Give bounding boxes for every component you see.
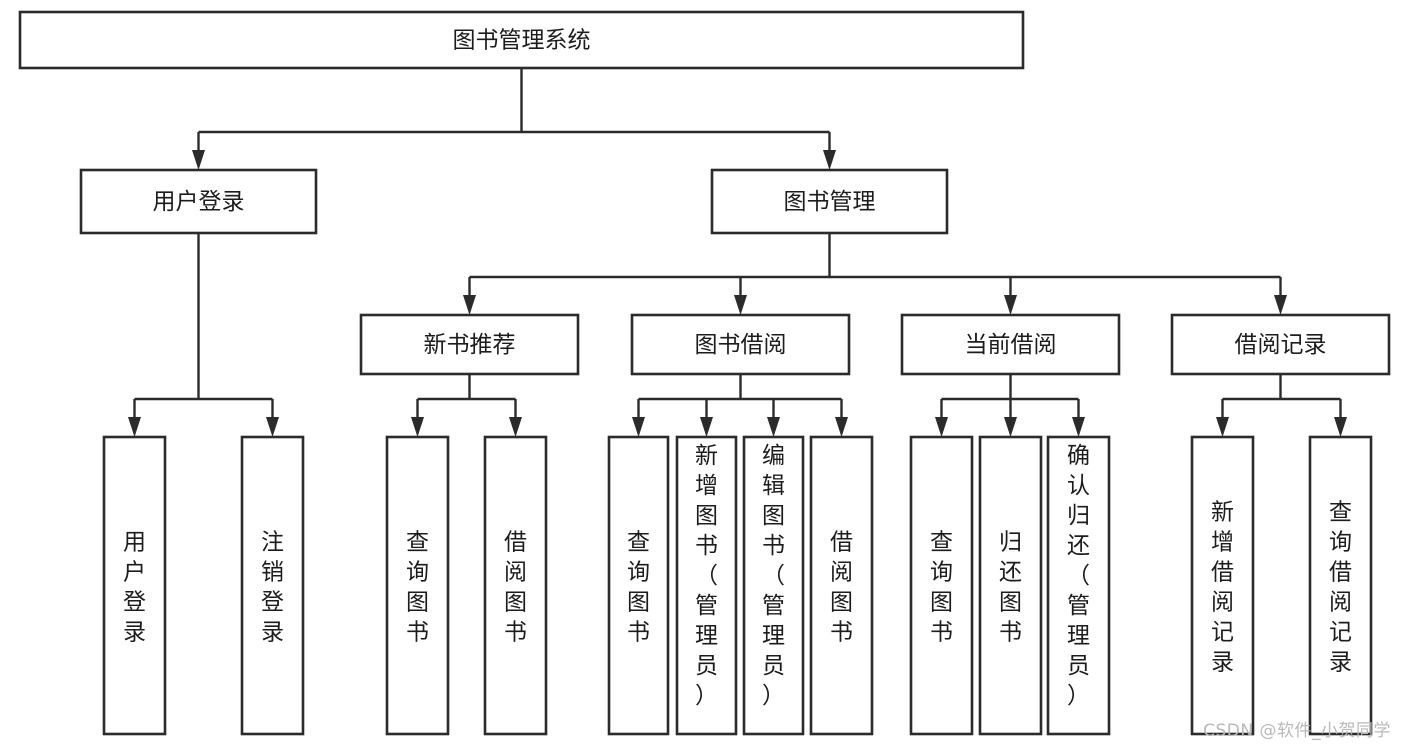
node-box-records[interactable] — [1170, 313, 1391, 376]
node-label-leaf-bw-edit: 编辑图书（管理员） — [762, 443, 785, 709]
node-box-bookmgmt[interactable] — [710, 168, 949, 235]
nodes-layer: 图书管理系统用户登录图书管理新书推荐图书借阅当前借阅借阅记录用户登录注销登录查询… — [18, 10, 1391, 736]
node-label-leaf-bw-query: 查询图书 — [627, 530, 650, 646]
node-label-leaf-cur-query: 查询图书 — [930, 530, 953, 646]
node-label-leaf-bw-add: 新增图书（管理员） — [695, 443, 718, 709]
node-login[interactable]: 用户登录 — [79, 168, 318, 235]
node-box-login[interactable] — [79, 168, 318, 235]
node-box-leaf-rec-add[interactable] — [1190, 435, 1255, 736]
node-current[interactable]: 当前借阅 — [900, 313, 1121, 376]
edge-group-current — [935, 374, 1085, 437]
edge-group-login — [128, 233, 279, 437]
node-label-leaf-cur-confirm: 确认归还（管理员） — [1067, 443, 1090, 709]
node-label-leaf-bw-borrow: 借阅图书 — [830, 530, 853, 646]
node-label-records: 借阅记录 — [1235, 332, 1327, 358]
node-box-leaf-nb-borrow[interactable] — [483, 435, 548, 736]
node-leaf-cur-return[interactable]: 归还图书 — [978, 435, 1043, 736]
edge-group-bookmgmt — [463, 233, 1287, 315]
node-box-leaf-user-login[interactable] — [102, 435, 167, 736]
node-leaf-bw-add[interactable]: 新增图书（管理员） — [675, 435, 738, 736]
edge-group-newbook — [411, 374, 522, 437]
node-records[interactable]: 借阅记录 — [1170, 313, 1391, 376]
node-box-leaf-cur-return[interactable] — [978, 435, 1043, 736]
node-label-leaf-nb-borrow: 借阅图书 — [504, 530, 527, 646]
node-box-leaf-cur-query[interactable] — [909, 435, 974, 736]
node-box-leaf-bw-edit[interactable] — [742, 435, 805, 736]
node-label-leaf-cur-return: 归还图书 — [999, 530, 1022, 646]
node-label-current: 当前借阅 — [965, 332, 1057, 358]
node-box-leaf-user-logout[interactable] — [240, 435, 305, 736]
node-leaf-user-logout[interactable]: 注销登录 — [240, 435, 305, 736]
node-box-leaf-nb-query[interactable] — [385, 435, 450, 736]
node-label-newbook: 新书推荐 — [424, 332, 516, 358]
node-label-bookmgmt: 图书管理 — [784, 189, 876, 215]
node-box-leaf-cur-confirm[interactable] — [1046, 435, 1111, 736]
node-leaf-cur-query[interactable]: 查询图书 — [909, 435, 974, 736]
node-box-leaf-bw-query[interactable] — [607, 435, 670, 736]
edge-group-borrow — [632, 374, 848, 437]
node-label-login: 用户登录 — [153, 189, 245, 215]
node-leaf-rec-add[interactable]: 新增借阅记录 — [1190, 435, 1255, 736]
node-borrow[interactable]: 图书借阅 — [630, 313, 851, 376]
node-leaf-bw-query[interactable]: 查询图书 — [607, 435, 670, 736]
node-label-leaf-user-login: 用户登录 — [123, 530, 146, 646]
node-box-current[interactable] — [900, 313, 1121, 376]
node-box-borrow[interactable] — [630, 313, 851, 376]
node-box-leaf-rec-query[interactable] — [1308, 435, 1373, 736]
node-leaf-bw-borrow[interactable]: 借阅图书 — [809, 435, 874, 736]
node-leaf-nb-query[interactable]: 查询图书 — [385, 435, 450, 736]
node-box-leaf-bw-add[interactable] — [675, 435, 738, 736]
node-leaf-cur-confirm[interactable]: 确认归还（管理员） — [1046, 435, 1111, 736]
node-box-root[interactable] — [18, 10, 1025, 70]
node-leaf-nb-borrow[interactable]: 借阅图书 — [483, 435, 548, 736]
edges-layer — [128, 68, 1347, 437]
edge-group-records — [1216, 374, 1347, 437]
node-label-leaf-nb-query: 查询图书 — [406, 530, 429, 646]
node-root[interactable]: 图书管理系统 — [18, 10, 1025, 70]
node-label-root: 图书管理系统 — [453, 28, 591, 54]
node-leaf-rec-query[interactable]: 查询借阅记录 — [1308, 435, 1373, 736]
node-newbook[interactable]: 新书推荐 — [359, 313, 580, 376]
node-label-leaf-rec-add: 新增借阅记录 — [1211, 500, 1234, 676]
node-bookmgmt[interactable]: 图书管理 — [710, 168, 949, 235]
node-leaf-bw-edit[interactable]: 编辑图书（管理员） — [742, 435, 805, 736]
node-leaf-user-login[interactable]: 用户登录 — [102, 435, 167, 736]
edge-group-root — [192, 68, 836, 170]
node-label-leaf-user-logout: 注销登录 — [261, 530, 284, 646]
node-box-newbook[interactable] — [359, 313, 580, 376]
node-label-borrow: 图书借阅 — [695, 332, 787, 358]
node-label-leaf-rec-query: 查询借阅记录 — [1329, 500, 1352, 676]
node-box-leaf-bw-borrow[interactable] — [809, 435, 874, 736]
